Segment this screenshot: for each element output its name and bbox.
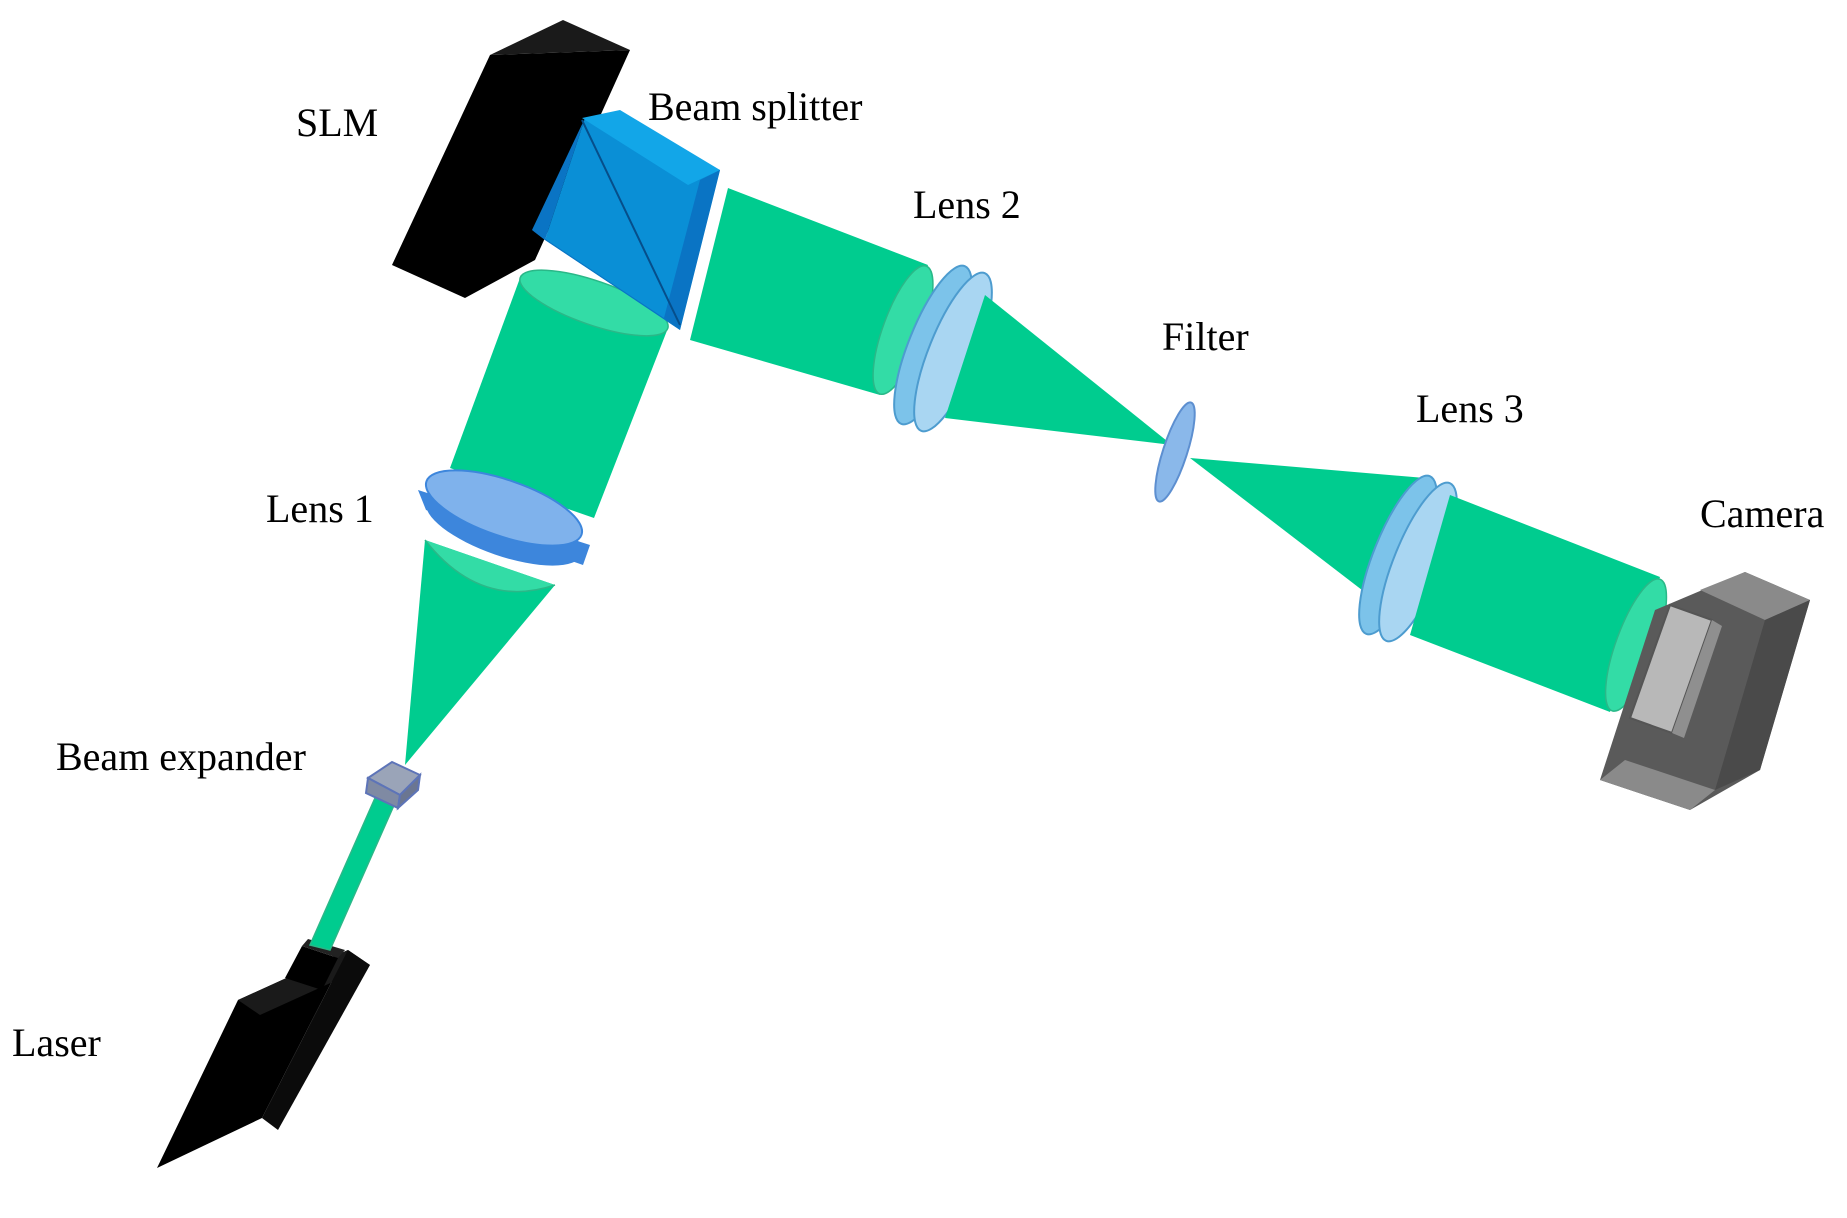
expanding-beam-cone xyxy=(405,539,556,765)
slm-device xyxy=(392,20,630,298)
lens-2 xyxy=(893,264,993,433)
diverging-beam-cone xyxy=(1190,458,1425,600)
beam-lens3-to-camera xyxy=(1410,495,1668,712)
label-lens-1: Lens 1 xyxy=(266,486,374,531)
beam-lens1-to-splitter xyxy=(450,269,669,518)
filter-disc xyxy=(1154,401,1196,503)
lens-1 xyxy=(418,469,590,566)
camera-device xyxy=(1600,572,1810,810)
label-camera: Camera xyxy=(1700,491,1825,536)
converging-beam-cone xyxy=(945,295,1172,445)
label-lens-2: Lens 2 xyxy=(913,182,1021,227)
label-lens-3: Lens 3 xyxy=(1416,386,1524,431)
beam-splitter-cube xyxy=(532,110,720,330)
lens-3 xyxy=(1358,474,1458,643)
laser-device xyxy=(157,939,370,1168)
label-slm: SLM xyxy=(296,100,378,145)
label-laser: Laser xyxy=(12,1020,101,1065)
laser-beam xyxy=(308,797,397,951)
label-beam-splitter: Beam splitter xyxy=(648,84,862,129)
label-filter: Filter xyxy=(1162,314,1249,359)
beam-expander-device xyxy=(364,760,422,811)
label-beam-expander: Beam expander xyxy=(56,734,306,779)
